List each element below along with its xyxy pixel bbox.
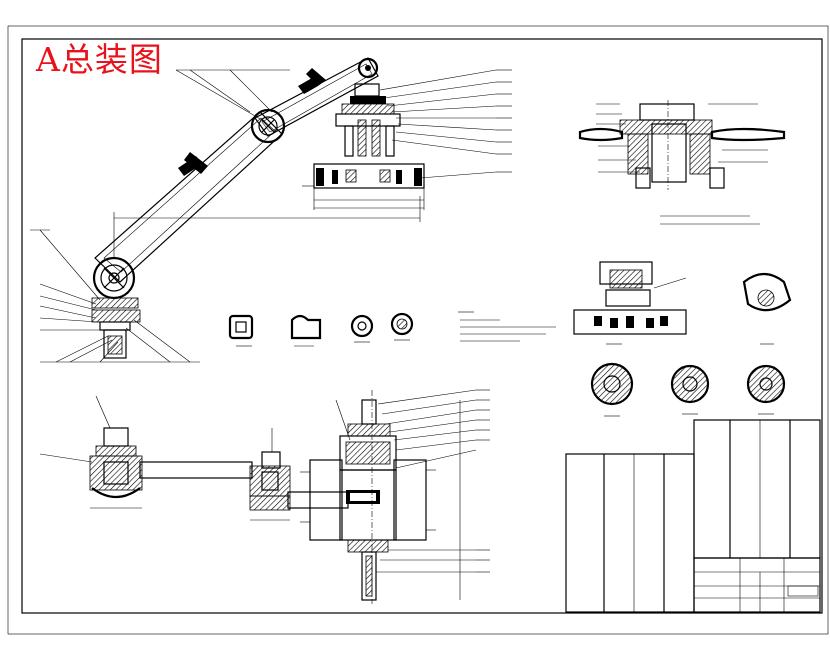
section-views-row (228, 312, 414, 347)
gripper-front-view (573, 261, 792, 345)
parts-list-table (565, 419, 821, 613)
technical-notes (458, 311, 556, 342)
round-section-views (590, 362, 786, 417)
top-plan-view (578, 100, 786, 225)
drawing-title: A总装图 (36, 40, 163, 79)
bottom-section-views (39, 389, 490, 604)
sheet-border (7, 25, 829, 635)
arm-elevation-view (30, 57, 512, 363)
title-block (693, 557, 821, 613)
